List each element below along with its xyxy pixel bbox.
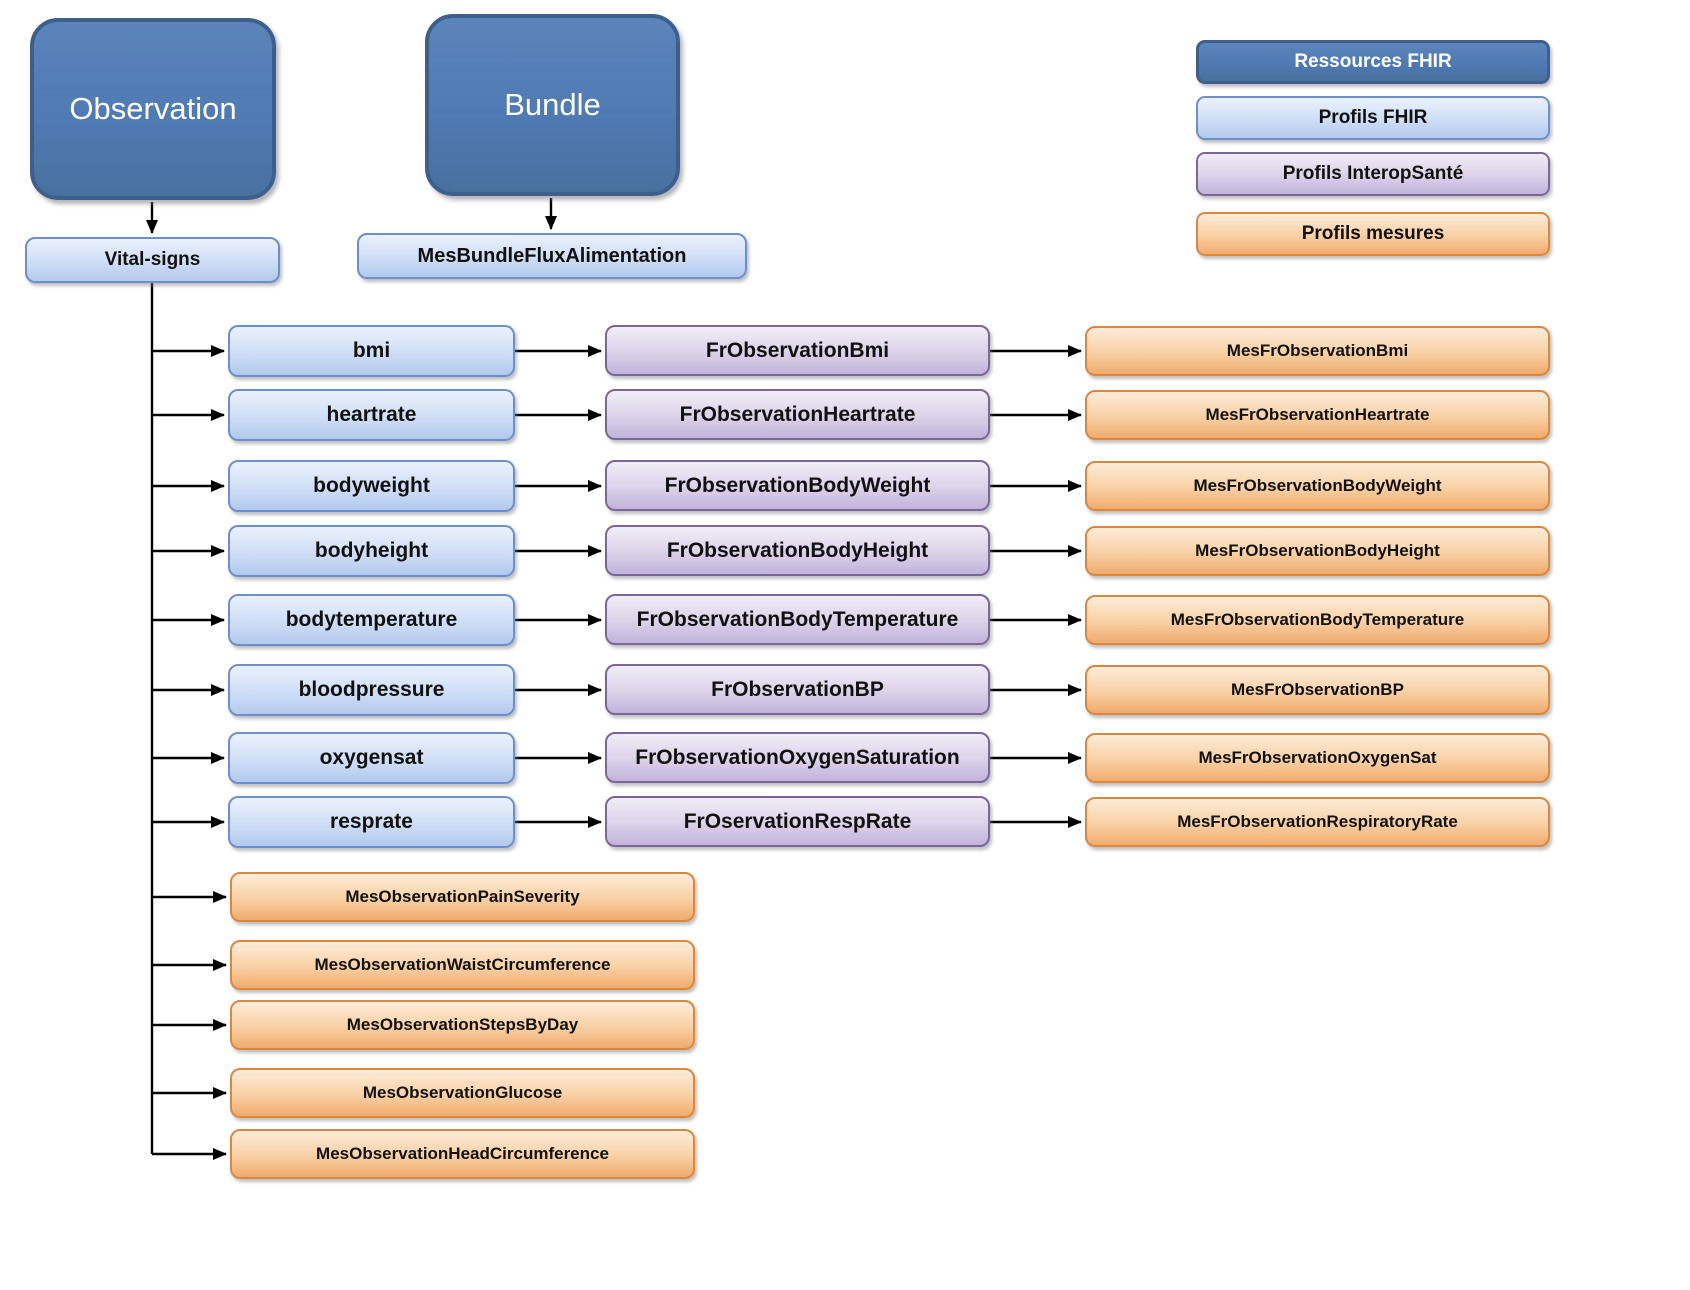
node-mesfrobservationbodyheight: MesFrObservationBodyHeight (1085, 526, 1550, 576)
node-bodyweight: bodyweight (228, 460, 515, 512)
node-mesobservationheadcircumference: MesObservationHeadCircumference (230, 1129, 695, 1179)
node-mesfrobservationbmi: MesFrObservationBmi (1085, 326, 1550, 376)
legend-profils-fhir: Profils FHIR (1196, 96, 1550, 140)
node-mesobservationpainseverity: MesObservationPainSeverity (230, 872, 695, 922)
node-mesbundlefluxalimentation: MesBundleFluxAlimentation (357, 233, 747, 279)
node-frobservationbodyweight: FrObservationBodyWeight (605, 460, 990, 511)
node-vital-signs: Vital-signs (25, 237, 280, 283)
node-mesfrobservationoxygensat: MesFrObservationOxygenSat (1085, 733, 1550, 783)
node-observation-resource: Observation (30, 18, 276, 200)
node-frobservationbp: FrObservationBP (605, 664, 990, 715)
legend-profils-interopsante: Profils InteropSanté (1196, 152, 1550, 196)
node-mesfrobservationbodyweight: MesFrObservationBodyWeight (1085, 461, 1550, 511)
node-bloodpressure: bloodpressure (228, 664, 515, 716)
node-resprate: resprate (228, 796, 515, 848)
node-froservationresprate: FrOservationRespRate (605, 796, 990, 847)
legend-ressources-fhir: Ressources FHIR (1196, 40, 1550, 84)
node-mesobservationwaistcircumference: MesObservationWaistCircumference (230, 940, 695, 990)
node-mesfrobservationbp: MesFrObservationBP (1085, 665, 1550, 715)
node-mesfrobservationrespiratoryrate: MesFrObservationRespiratoryRate (1085, 797, 1550, 847)
node-bodytemperature: bodytemperature (228, 594, 515, 646)
legend-profils-mesures: Profils mesures (1196, 212, 1550, 256)
node-frobservationheartrate: FrObservationHeartrate (605, 389, 990, 440)
node-mesfrobservationbodytemperature: MesFrObservationBodyTemperature (1085, 595, 1550, 645)
node-mesobservationstepsbyday: MesObservationStepsByDay (230, 1000, 695, 1050)
node-frobservationbmi: FrObservationBmi (605, 325, 990, 376)
node-frobservationbodyheight: FrObservationBodyHeight (605, 525, 990, 576)
node-oxygensat: oxygensat (228, 732, 515, 784)
node-mesobservationglucose: MesObservationGlucose (230, 1068, 695, 1118)
node-heartrate: heartrate (228, 389, 515, 441)
node-bundle-resource: Bundle (425, 14, 680, 196)
node-frobservationoxygensaturation: FrObservationOxygenSaturation (605, 732, 990, 783)
node-bodyheight: bodyheight (228, 525, 515, 577)
node-bmi: bmi (228, 325, 515, 377)
node-mesfrobservationheartrate: MesFrObservationHeartrate (1085, 390, 1550, 440)
node-frobservationbodytemperature: FrObservationBodyTemperature (605, 594, 990, 645)
